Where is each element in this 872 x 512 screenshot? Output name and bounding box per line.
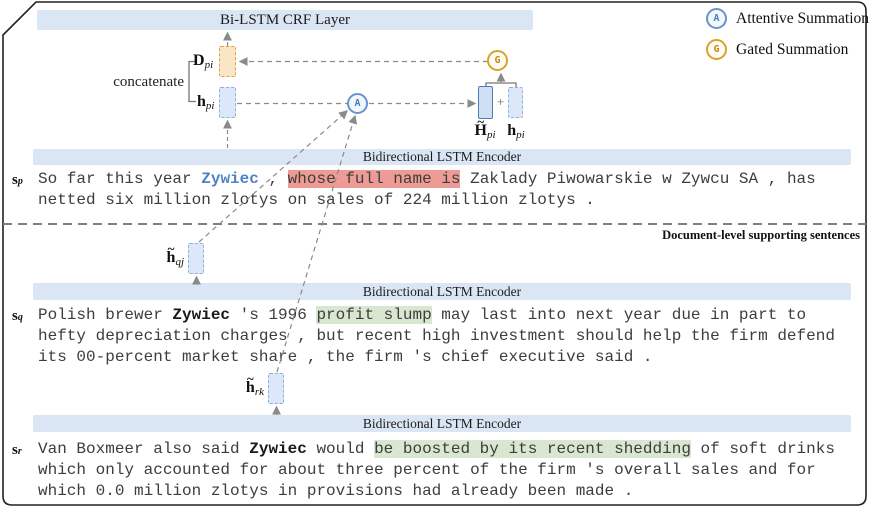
legend-attentive-label: Attentive Summation: [736, 10, 870, 27]
sentence-segment-entity: Zywiec: [201, 170, 259, 188]
encoder-bar-sp: Bidirectional LSTM Encoder: [33, 149, 851, 165]
dpi-label: Dpi: [193, 52, 214, 71]
plus-operator: +: [496, 94, 505, 109]
sentence-segment-green: profit slump: [316, 306, 432, 324]
sentence-sp: sp So far this year Zywiec , whose full …: [12, 169, 844, 211]
hpi-label: hpi: [197, 93, 215, 112]
sentence-segment-plain: Van Boxmeer also said: [38, 440, 250, 458]
encoder-label: Bidirectional LSTM Encoder: [362, 149, 522, 164]
sentence-segment-red: whose full name is: [287, 170, 461, 188]
htilde-rk-label: ~hrk: [245, 370, 264, 398]
dpi-vector-box: [219, 46, 236, 77]
sentence-segment-plain: ,: [258, 170, 288, 188]
hpi-right-vector-box: [508, 87, 523, 118]
sentence-segment-plain: 's 1996: [230, 306, 317, 324]
encoder-label: Bidirectional LSTM Encoder: [362, 283, 522, 299]
concatenate-label: concatenate: [113, 74, 184, 90]
sentence-segment-green: be boosted by its recent shedding: [374, 440, 691, 458]
sentence-segment-entity-bold: Zywiec: [249, 440, 307, 458]
encoder-bar-sq: Bidirectional LSTM Encoder: [33, 283, 851, 300]
sentence-segment-plain: So far this year: [38, 170, 202, 188]
bilstm-crf-layer-bar: Bi-LSTM CRF Layer: [37, 10, 533, 30]
htilde-pi-label: ~Hpi: [474, 113, 496, 141]
hpi-right-label: hpi: [507, 122, 525, 141]
sentence-sq: sq Polish brewer Zywiec 's 1996 profit s…: [12, 305, 844, 368]
sentence-segment-plain: would: [306, 440, 375, 458]
sentence-segment-plain: Polish brewer: [38, 306, 173, 324]
encoder-label: Bidirectional LSTM Encoder: [362, 415, 522, 431]
sentence-sq-tag: sq: [12, 308, 23, 324]
bilstm-crf-layer-label: Bi-LSTM CRF Layer: [220, 11, 350, 28]
divider-label: Document-level supporting sentences: [662, 228, 860, 242]
htilde-qj-vector-box: [188, 243, 204, 274]
sentence-sr: sr Van Boxmeer also said Zywiec would be…: [12, 439, 844, 502]
sentence-sp-tag: sp: [12, 172, 23, 188]
encoder-bar-sr: Bidirectional LSTM Encoder: [33, 415, 851, 432]
legend-gated-icon: G: [706, 39, 727, 60]
gated-summation-node: G: [487, 50, 508, 71]
legend-gated-label: Gated Summation: [736, 41, 849, 58]
hpi-vector-box: [219, 87, 236, 118]
sentence-sr-tag: sr: [12, 442, 22, 458]
legend-attentive-icon: A: [706, 8, 727, 29]
htilde-rk-vector-box: [268, 373, 284, 404]
attentive-summation-node: A: [347, 93, 368, 114]
htilde-qj-label: ~hqj: [166, 240, 184, 268]
sentence-segment-entity-bold: Zywiec: [172, 306, 231, 324]
